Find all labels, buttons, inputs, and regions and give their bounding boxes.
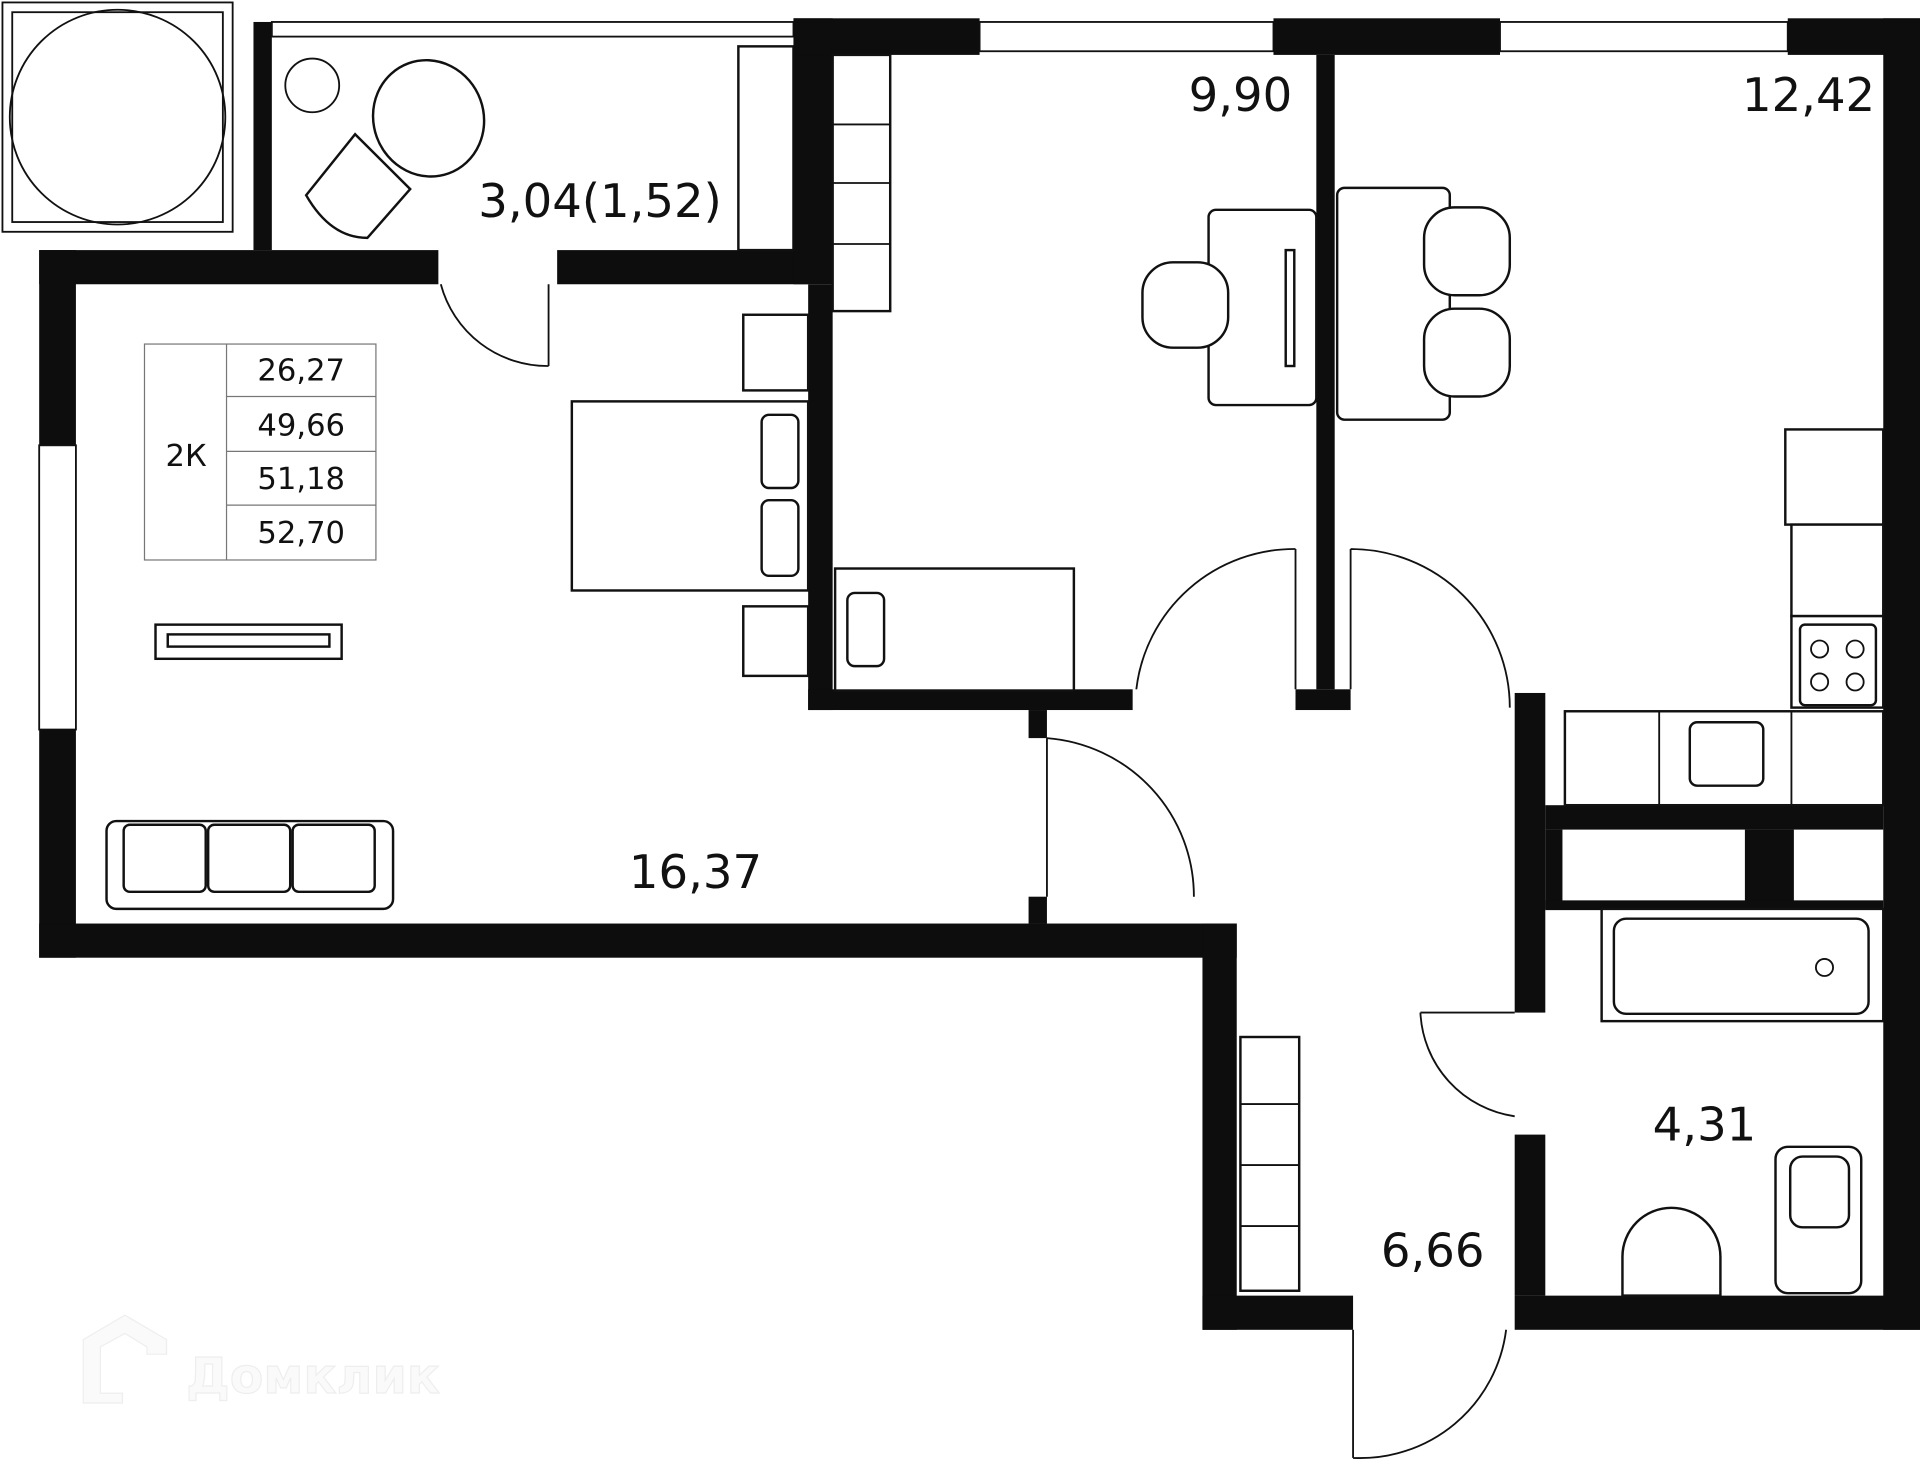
room-area-living: 16,37 — [629, 845, 762, 899]
area-value: 49,66 — [257, 409, 345, 444]
room-area-hall: 6,66 — [1381, 1223, 1485, 1277]
round-table — [1, 1, 234, 233]
apartment-type: 2К — [166, 439, 208, 474]
room-area-balcony: 3,04(1,52) — [478, 174, 721, 228]
room-labels: 3,04(1,52) 9,90 12,42 16,37 6,66 4,31 — [478, 68, 1875, 1277]
balcony — [39, 21, 809, 285]
furniture — [105, 53, 1885, 1297]
watermark-text: Домклик — [186, 1348, 440, 1405]
room-area-bedroom: 9,90 — [1189, 68, 1293, 122]
area-value: 52,70 — [257, 516, 345, 551]
room-area-bathroom: 4,31 — [1653, 1098, 1757, 1152]
doors — [439, 284, 1515, 1459]
area-summary-table: 2К 26,27 49,66 51,18 52,70 — [143, 343, 377, 561]
area-value: 51,18 — [257, 462, 345, 497]
domclick-watermark: Домклик — [82, 1314, 441, 1406]
area-value: 26,27 — [257, 354, 345, 389]
room-area-kitchen: 12,42 — [1742, 68, 1875, 122]
walls — [38, 18, 1920, 1330]
